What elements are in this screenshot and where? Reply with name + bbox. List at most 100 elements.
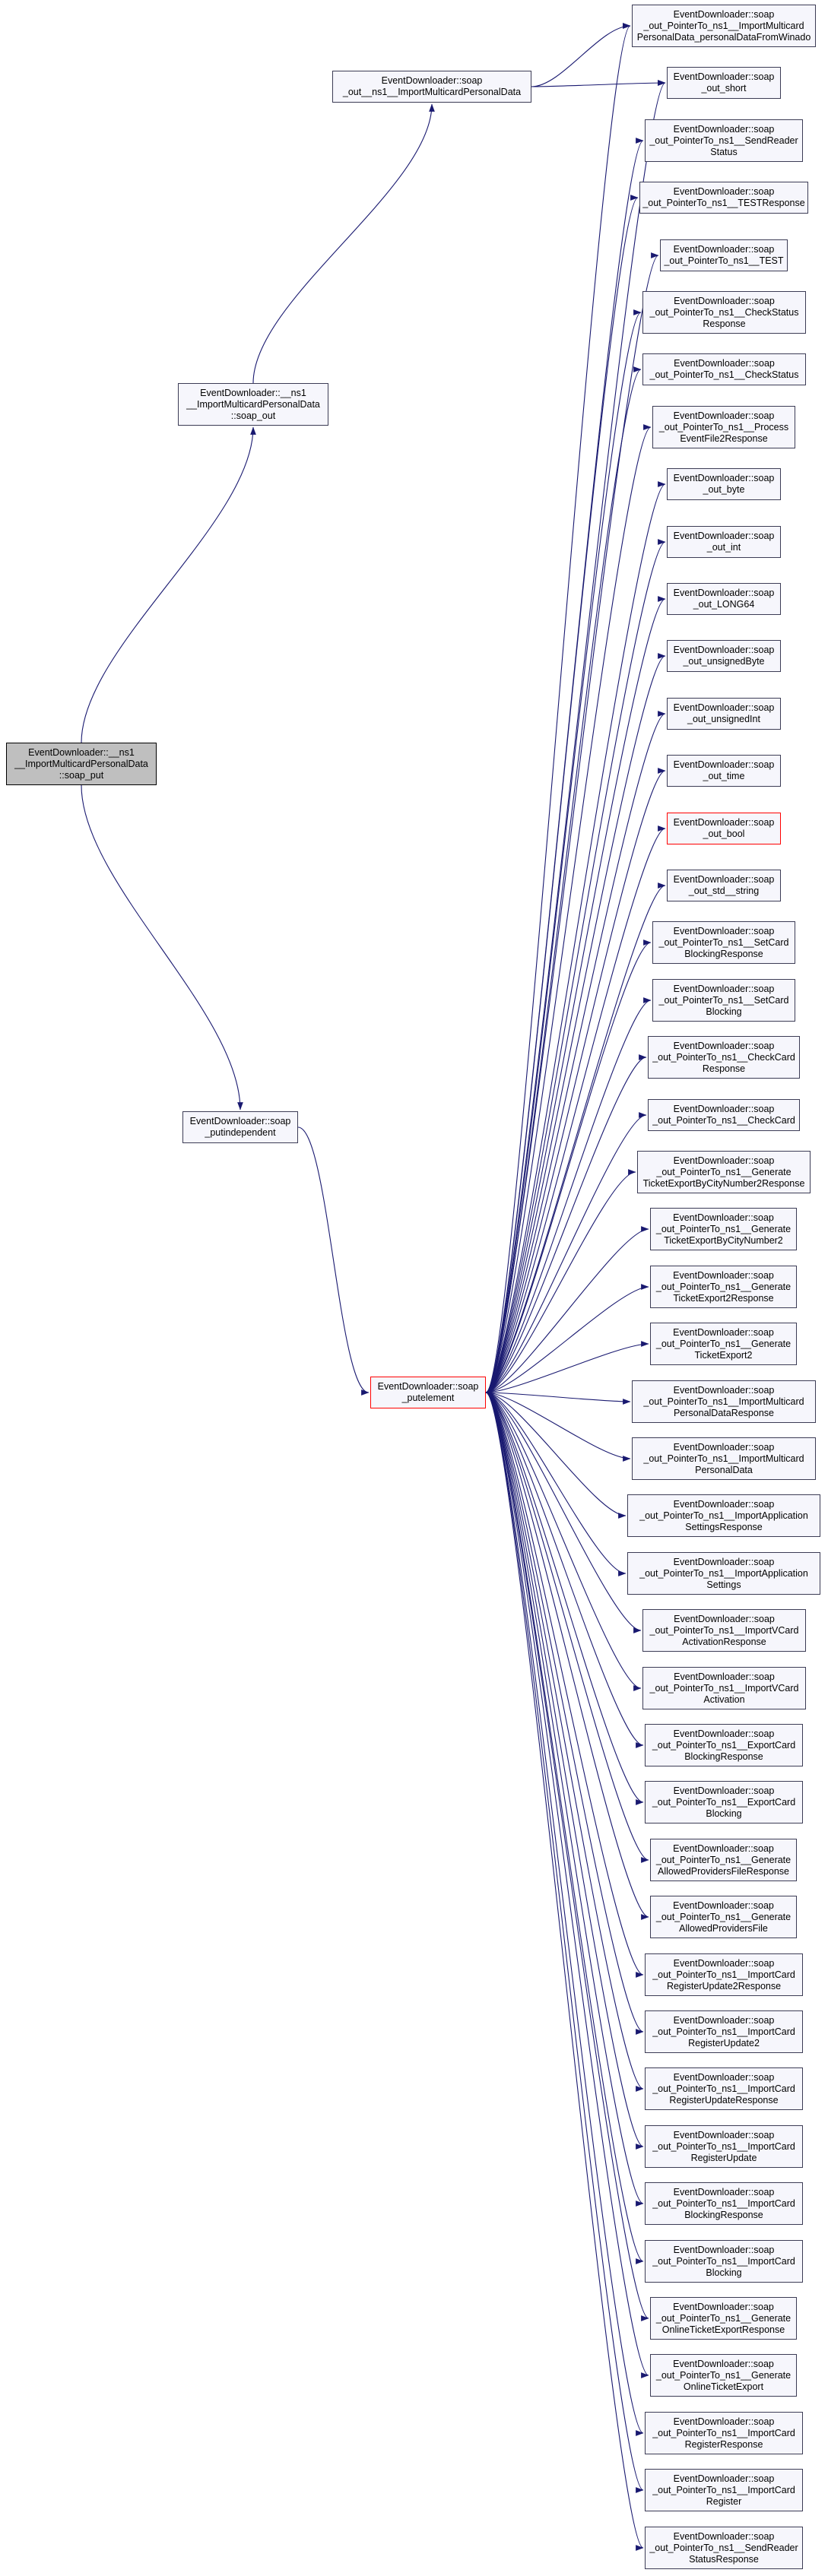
- graph-node-r22[interactable]: EventDownloader::soap _out_PointerTo_ns1…: [650, 1208, 797, 1250]
- graph-node-putelem[interactable]: EventDownloader::soap _putelement: [370, 1377, 486, 1408]
- edge-putelem-r27: [485, 1392, 627, 1519]
- graph-node-r15[interactable]: EventDownloader::soap _out_bool: [667, 813, 781, 844]
- graph-node-r40[interactable]: EventDownloader::soap _out_PointerTo_ns1…: [645, 2240, 803, 2283]
- graph-node-label: EventDownloader::soap _out_PointerTo_ns1…: [655, 1842, 792, 1877]
- graph-node-label: EventDownloader::soap _out_PointerTo_ns1…: [652, 1728, 796, 1762]
- graph-node-r30[interactable]: EventDownloader::soap _out_PointerTo_ns1…: [642, 1667, 806, 1709]
- graph-node-label: EventDownloader::soap _out_PointerTo_ns1…: [655, 1212, 792, 1246]
- graph-node-r28[interactable]: EventDownloader::soap _out_PointerTo_ns1…: [627, 1552, 820, 1595]
- graph-node-r42[interactable]: EventDownloader::soap _out_PointerTo_ns1…: [650, 2354, 797, 2397]
- graph-node-r20[interactable]: EventDownloader::soap _out_PointerTo_ns1…: [648, 1099, 800, 1131]
- graph-node-r38[interactable]: EventDownloader::soap _out_PointerTo_ns1…: [645, 2125, 803, 2168]
- graph-node-label: EventDownloader::soap _out_unsignedInt: [673, 702, 775, 724]
- edge-putelem-r7: [485, 366, 642, 1393]
- graph-node-label: EventDownloader::soap _out_PointerTo_ns1…: [643, 1441, 804, 1475]
- graph-node-label: EventDownloader::soap _out_PointerTo_ns1…: [649, 358, 799, 380]
- graph-node-r23[interactable]: EventDownloader::soap _out_PointerTo_ns1…: [650, 1266, 797, 1308]
- graph-node-r24[interactable]: EventDownloader::soap _out_PointerTo_ns1…: [650, 1323, 797, 1365]
- graph-node-r2[interactable]: EventDownloader::soap _out_short: [667, 67, 781, 99]
- graph-node-r9[interactable]: EventDownloader::soap _out_byte: [667, 468, 781, 500]
- graph-node-label: EventDownloader::soap _out_PointerTo_ns1…: [652, 1104, 795, 1126]
- graph-node-r4[interactable]: EventDownloader::soap _out_PointerTo_ns1…: [639, 182, 808, 214]
- graph-node-label: EventDownloader::soap _out_std__string: [673, 874, 775, 896]
- graph-node-r41[interactable]: EventDownloader::soap _out_PointerTo_ns1…: [650, 2297, 797, 2340]
- graph-node-r43[interactable]: EventDownloader::soap _out_PointerTo_ns1…: [645, 2412, 803, 2454]
- edge-putelem-r11: [485, 596, 666, 1393]
- graph-node-r7[interactable]: EventDownloader::soap _out_PointerTo_ns1…: [642, 353, 806, 385]
- graph-node-r31[interactable]: EventDownloader::soap _out_PointerTo_ns1…: [645, 1724, 803, 1766]
- graph-node-label: EventDownloader::soap _out_unsignedByte: [673, 645, 775, 667]
- edge-putelem-r22: [485, 1226, 649, 1393]
- graph-node-label: EventDownloader::soap _putelement: [377, 1381, 479, 1403]
- graph-node-r18[interactable]: EventDownloader::soap _out_PointerTo_ns1…: [652, 979, 795, 1022]
- graph-node-r12[interactable]: EventDownloader::soap _out_unsignedByte: [667, 640, 781, 672]
- edge-putelem-r8: [485, 424, 652, 1393]
- graph-node-label: EventDownloader::soap _out_byte: [673, 473, 775, 495]
- graph-node-r14[interactable]: EventDownloader::soap _out_time: [667, 755, 781, 787]
- graph-node-r33[interactable]: EventDownloader::soap _out_PointerTo_ns1…: [650, 1839, 797, 1881]
- graph-node-r36[interactable]: EventDownloader::soap _out_PointerTo_ns1…: [645, 2010, 803, 2053]
- edge-soapout-outimpd: [252, 103, 435, 384]
- graph-node-r37[interactable]: EventDownloader::soap _out_PointerTo_ns1…: [645, 2067, 803, 2110]
- graph-node-r44[interactable]: EventDownloader::soap _out_PointerTo_ns1…: [645, 2469, 803, 2511]
- graph-node-r29[interactable]: EventDownloader::soap _out_PointerTo_ns1…: [642, 1609, 806, 1652]
- edge-putelem-r23: [485, 1284, 649, 1393]
- graph-node-r16[interactable]: EventDownloader::soap _out_std__string: [667, 870, 781, 901]
- graph-node-label: EventDownloader::__ns1 __ImportMulticard…: [14, 746, 148, 781]
- graph-node-r6[interactable]: EventDownloader::soap _out_PointerTo_ns1…: [642, 291, 806, 334]
- edge-putelem-r40: [485, 1392, 644, 2264]
- graph-node-label: EventDownloader::soap _out_PointerTo_ns1…: [652, 2244, 795, 2278]
- graph-node-label: EventDownloader::soap _out_PointerTo_ns1…: [655, 1326, 792, 1361]
- graph-node-r10[interactable]: EventDownloader::soap _out_int: [667, 526, 781, 558]
- edge-putelem-r41: [485, 1392, 649, 2321]
- graph-node-r19[interactable]: EventDownloader::soap _out_PointerTo_ns1…: [648, 1036, 800, 1079]
- graph-node-put[interactable]: EventDownloader::__ns1 __ImportMulticard…: [6, 743, 157, 785]
- graph-node-r25[interactable]: EventDownloader::soap _out_PointerTo_ns1…: [632, 1380, 816, 1423]
- graph-node-soapout[interactable]: EventDownloader::__ns1 __ImportMulticard…: [178, 383, 328, 426]
- edge-putelem-r32: [485, 1392, 644, 1805]
- graph-node-r17[interactable]: EventDownloader::soap _out_PointerTo_ns1…: [652, 921, 795, 964]
- graph-node-label: EventDownloader::soap _out_PointerTo_ns1…: [655, 1900, 792, 1934]
- edge-putelem-r14: [485, 768, 666, 1393]
- graph-node-label: EventDownloader::soap _out_PointerTo_ns1…: [649, 1671, 799, 1705]
- graph-node-r35[interactable]: EventDownloader::soap _out_PointerTo_ns1…: [645, 1953, 803, 1996]
- graph-node-label: EventDownloader::soap _out_PointerTo_ns1…: [649, 2530, 798, 2565]
- graph-node-r3[interactable]: EventDownloader::soap _out_PointerTo_ns1…: [645, 119, 803, 162]
- graph-node-r26[interactable]: EventDownloader::soap _out_PointerTo_ns1…: [632, 1437, 816, 1480]
- graph-node-r11[interactable]: EventDownloader::soap _out_LONG64: [667, 583, 781, 615]
- edge-putelem-r21: [485, 1169, 636, 1393]
- edge-putelem-r24: [485, 1341, 649, 1393]
- graph-node-r8[interactable]: EventDownloader::soap _out_PointerTo_ns1…: [652, 406, 795, 448]
- edge-putind-putelem: [297, 1126, 370, 1396]
- edge-putelem-r1: [485, 23, 631, 1393]
- edge-putelem-r37: [485, 1392, 644, 2092]
- edge-putelem-r15: [485, 825, 666, 1393]
- graph-node-label: EventDownloader::soap _out__ns1__ImportM…: [342, 75, 522, 97]
- graph-node-r5[interactable]: EventDownloader::soap _out_PointerTo_ns1…: [660, 239, 788, 271]
- graph-node-r39[interactable]: EventDownloader::soap _out_PointerTo_ns1…: [645, 2182, 803, 2225]
- graph-node-label: EventDownloader::soap _out_time: [673, 759, 775, 781]
- edge-putelem-r26: [485, 1392, 631, 1462]
- graph-node-label: EventDownloader::soap _out_PointerTo_ns1…: [664, 244, 784, 266]
- graph-node-r21[interactable]: EventDownloader::soap _out_PointerTo_ns1…: [637, 1151, 811, 1193]
- graph-node-label: EventDownloader::__ns1 __ImportMulticard…: [186, 387, 320, 421]
- edge-putelem-r38: [485, 1392, 644, 2150]
- graph-node-r34[interactable]: EventDownloader::soap _out_PointerTo_ns1…: [650, 1896, 797, 1938]
- graph-node-r32[interactable]: EventDownloader::soap _out_PointerTo_ns1…: [645, 1781, 803, 1823]
- graph-node-label: EventDownloader::soap _out_PointerTo_ns1…: [652, 2014, 795, 2048]
- graph-node-label: EventDownloader::soap _out_int: [673, 531, 775, 553]
- graph-node-label: EventDownloader::soap _out_PointerTo_ns1…: [652, 2071, 795, 2105]
- graph-node-r1[interactable]: EventDownloader::soap _out_PointerTo_ns1…: [632, 5, 816, 47]
- graph-node-r13[interactable]: EventDownloader::soap _out_unsignedInt: [667, 698, 781, 730]
- graph-node-label: EventDownloader::soap _out_PointerTo_ns1…: [639, 1556, 808, 1590]
- edge-putelem-r4: [485, 195, 639, 1393]
- graph-node-putind[interactable]: EventDownloader::soap _putindependent: [182, 1111, 298, 1143]
- graph-node-r45[interactable]: EventDownloader::soap _out_PointerTo_ns1…: [645, 2527, 803, 2569]
- edge-putelem-r34: [485, 1392, 649, 1920]
- graph-node-label: EventDownloader::soap _out_bool: [673, 817, 775, 839]
- graph-node-label: EventDownloader::soap _out_PointerTo_ns1…: [655, 2301, 792, 2335]
- edge-putelem-r35: [485, 1392, 644, 1978]
- graph-node-outimpd[interactable]: EventDownloader::soap _out__ns1__ImportM…: [332, 71, 531, 103]
- graph-node-r27[interactable]: EventDownloader::soap _out_PointerTo_ns1…: [627, 1494, 820, 1537]
